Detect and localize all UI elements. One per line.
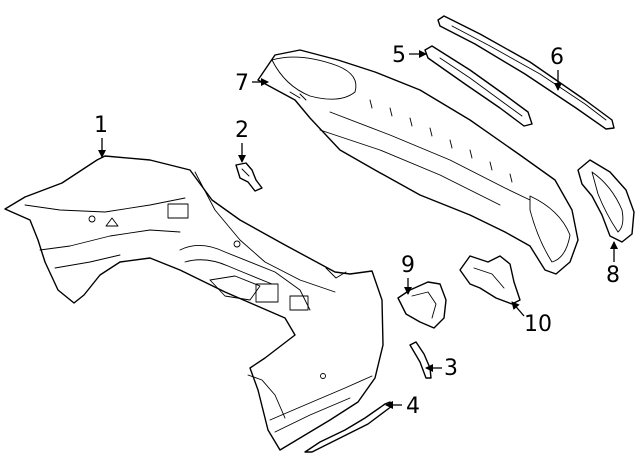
callout-5: 5	[392, 43, 427, 68]
callout-8: 8	[606, 241, 620, 288]
svg-text:2: 2	[235, 118, 249, 143]
svg-text:6: 6	[550, 45, 564, 70]
callout-10: 10	[511, 301, 552, 337]
svg-text:4: 4	[406, 394, 420, 419]
svg-text:8: 8	[606, 263, 620, 288]
mounting-clip	[235, 162, 263, 192]
reflector-bracket	[577, 159, 635, 243]
callout-3: 3	[425, 356, 458, 381]
trim-strip-small	[409, 341, 432, 379]
side-bracket-right	[459, 255, 521, 305]
svg-text:3: 3	[444, 356, 458, 381]
callout-1: 1	[94, 113, 108, 158]
rear-diffuser	[257, 49, 579, 275]
svg-text:5: 5	[392, 43, 406, 68]
energy-absorber-strip	[437, 15, 615, 130]
upper-reinforcement-strip	[424, 45, 533, 127]
bumper-cover	[4, 155, 384, 451]
svg-text:9: 9	[401, 253, 415, 278]
callout-2: 2	[235, 118, 249, 163]
svg-text:1: 1	[94, 113, 108, 138]
svg-text:10: 10	[524, 312, 552, 337]
callout-6: 6	[550, 45, 564, 91]
svg-text:7: 7	[235, 71, 249, 96]
callout-4: 4	[385, 394, 420, 419]
side-bracket-left	[397, 281, 447, 329]
callout-9: 9	[401, 253, 415, 295]
callout-7: 7	[235, 71, 269, 96]
